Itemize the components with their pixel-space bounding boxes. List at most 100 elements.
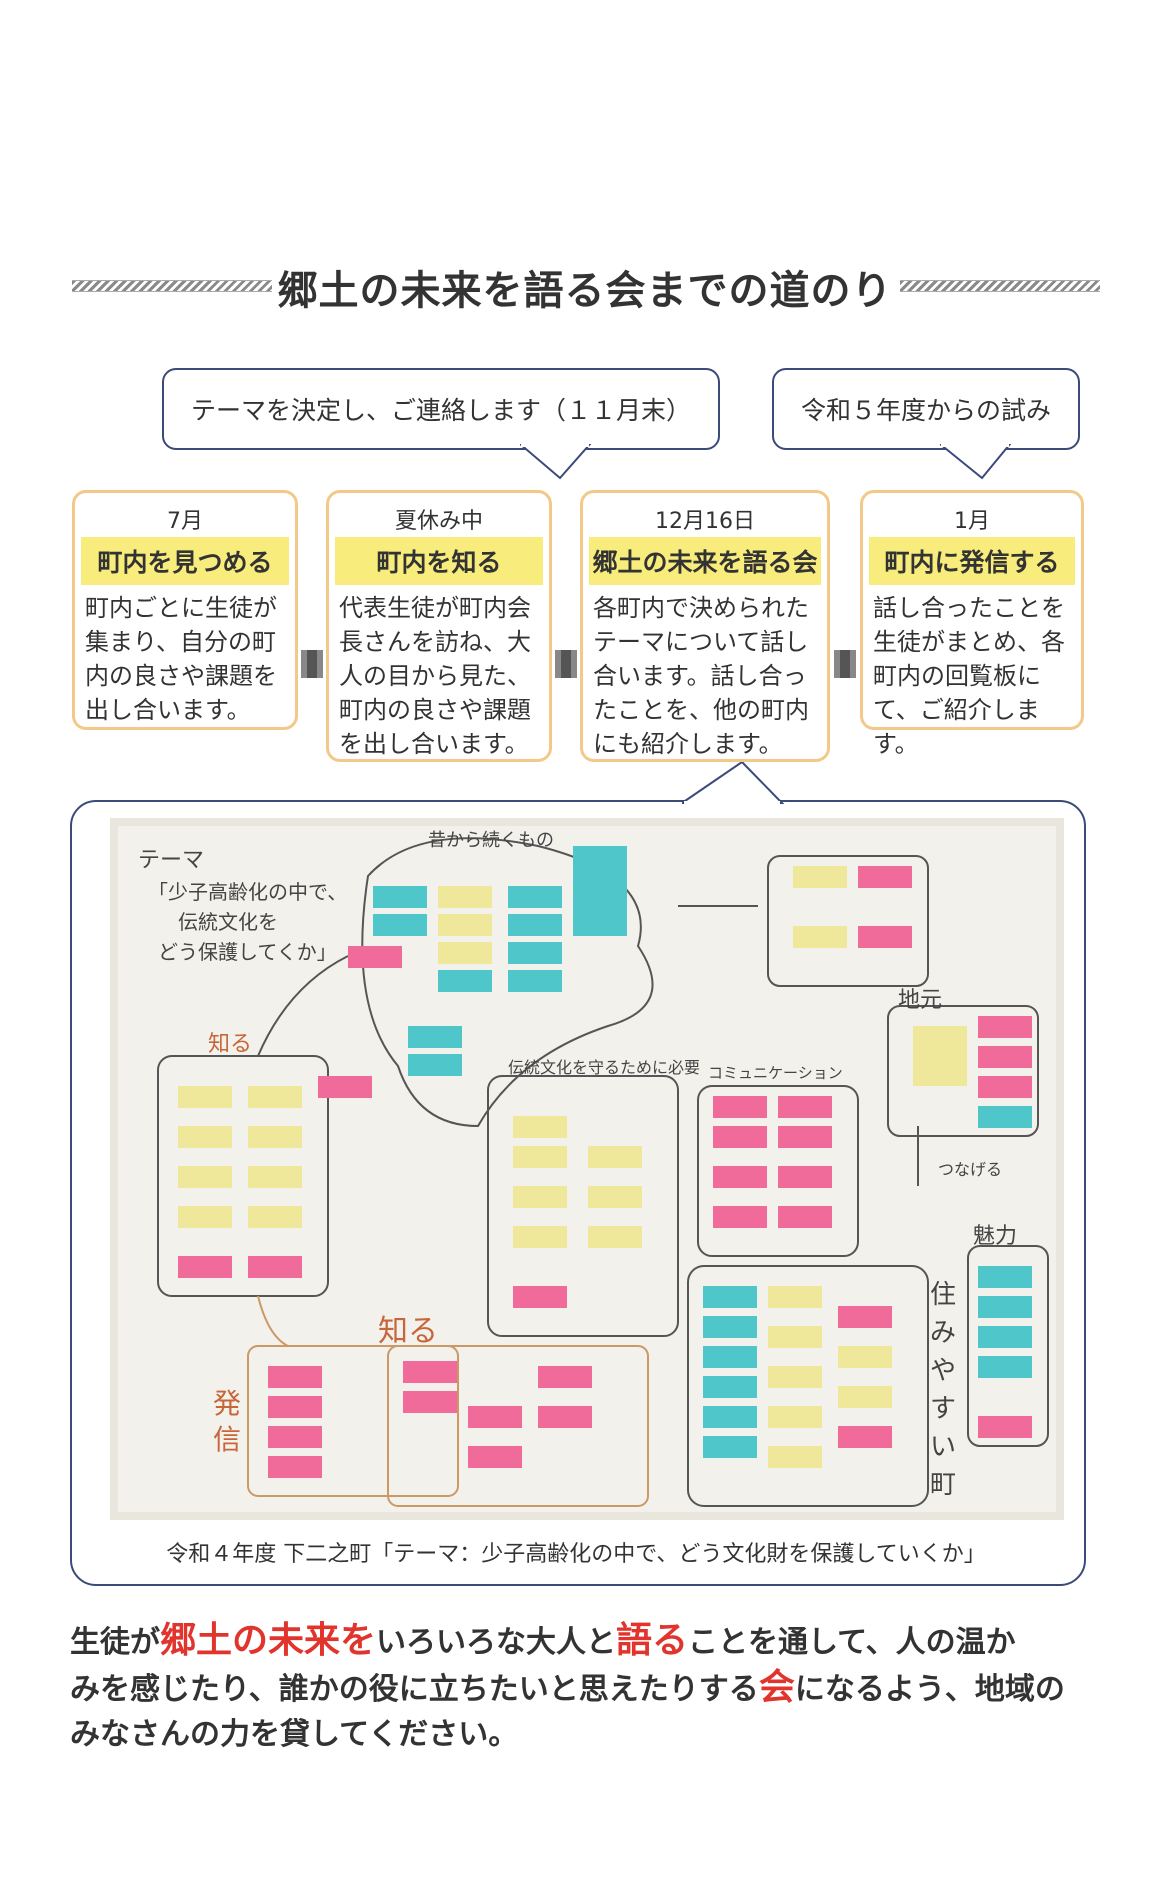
sticky-note [408,1054,462,1076]
sticky-note [538,1406,592,1428]
sticky-note [778,1206,832,1228]
step-heading: 町内を見つめる [81,537,289,585]
sticky-note [468,1406,522,1428]
message-line-3: みなさんの力を貸してください。 [70,1717,519,1752]
sticky-note [768,1366,822,1388]
sticky-note [768,1446,822,1468]
sticky-note [978,1296,1032,1318]
trial-bubble-tail [940,444,1012,480]
sticky-note [438,886,492,908]
sticky-note [978,1266,1032,1288]
sticky-note [403,1361,457,1383]
sticky-note [703,1376,757,1398]
step-body: 話し合ったことを 生徒がまとめ、各 町内の回覧板に て、ご紹介します。 [873,594,1065,758]
sticky-note [588,1186,642,1208]
sticky-note [438,942,492,964]
theme-line2: 伝統文化を [178,910,278,934]
closing-message: 生徒が郷土の未来をいろいろな大人と語ることを通して、人の温か みを感じたり、誰か… [70,1618,1110,1757]
sticky-note [438,914,492,936]
step-card-summer: 夏休み中 町内を知る 代表生徒が町内会 長さんを訪ね、大 人の目から見た、 町内… [326,490,552,762]
photo-caption: 令和４年度 下二之町「テーマ：少子高齢化の中で、どう文化財を保護していくか」 [166,1542,986,1567]
sticky-note [438,970,492,992]
step-heading: 町内に発信する [869,537,1075,585]
sticky-note [978,1046,1032,1068]
sticky-note [318,1076,372,1098]
sticky-note [858,866,912,888]
sticky-note [768,1406,822,1428]
sticky-note [588,1226,642,1248]
step-body: 各町内で決められた テーマについて話し 合います。話し合っ たことを、他の町内 … [593,594,809,758]
workshop-photo: テーマ 「少子高齢化の中で、 伝統文化を どう保護してくか」 昔から続くもの 知… [110,818,1064,1520]
sticky-note [713,1126,767,1148]
sticky-note [268,1396,322,1418]
sticky-note [513,1116,567,1138]
sticky-note [468,1446,522,1468]
sticky-note [508,942,562,964]
sticky-note [978,1016,1032,1038]
sticky-note [703,1286,757,1308]
step-heading: 町内を知る [335,537,543,585]
sticky-note [248,1206,302,1228]
sticky-note [838,1386,892,1408]
livable-label: 住みやすい町 [930,1280,957,1500]
trial-text: 令和５年度からの試み [800,396,1051,425]
sticky-note [858,926,912,948]
highlight-text: 会 [758,1667,795,1708]
know-label-1: 知る [208,1032,253,1057]
sticky-note [778,1126,832,1148]
page-title: 郷土の未来を語る会までの道のり [277,268,893,314]
sticky-note [178,1206,232,1228]
connector-1 [301,650,323,678]
sticky-note [978,1326,1032,1348]
communication-label: コミュニケーション [708,1064,843,1082]
sticky-note [978,1416,1032,1438]
sticky-note [403,1391,457,1413]
step-card-january: 1月 町内に発信する 話し合ったことを 生徒がまとめ、各 町内の回覧板に て、ご… [860,490,1084,758]
sticky-note [178,1166,232,1188]
sticky-note [838,1306,892,1328]
charm-label: 魅力 [973,1224,1018,1249]
sticky-note [248,1256,302,1278]
sticky-note [703,1316,757,1338]
highlight-text: 語る [616,1620,689,1661]
sticky-note [348,946,402,968]
sticky-note [838,1426,892,1448]
step-date: 12月16日 [655,509,755,534]
sticky-note [178,1086,232,1108]
sticky-note [268,1366,322,1388]
sticky-note [513,1186,567,1208]
sticky-note [373,914,427,936]
sticky-note [513,1286,567,1308]
sticky-note [508,886,562,908]
connector-2 [555,650,577,678]
trial-bubble: 令和５年度からの試み [772,368,1080,450]
message-line-2: みを感じたり、誰かの役に立ちたいと思えたりする会になるよう、地域の [70,1667,1065,1708]
step-body: 町内ごとに生徒が 集まり、自分の町 内の良さや課題を 出し合います。 [85,594,277,724]
announcement-bubble: テーマを決定し、ご連絡します（１１月末） [162,368,720,450]
sticky-note [178,1126,232,1148]
step-date: 7月 [167,509,203,534]
region-label: 地元 [898,988,943,1013]
sticky-note [703,1346,757,1368]
sticky-note [373,886,427,908]
tradition-label: 伝統文化を守るために必要 [508,1058,701,1077]
sticky-note [248,1126,302,1148]
sticky-note [538,1366,592,1388]
sticky-note [768,1326,822,1348]
theme-line3: どう保護してくか」 [158,940,337,964]
sticky-note [588,1146,642,1168]
message-line-1: 生徒が郷土の未来をいろいろな大人と語ることを通して、人の温か [70,1620,1016,1661]
announcement-text: テーマを決定し、ご連絡します（１１月末） [190,396,691,425]
mindmap-lines [157,837,1049,1507]
sticky-note [978,1106,1032,1128]
sticky-note [793,866,847,888]
sticky-note [778,1166,832,1188]
photo-frame-tail [682,762,785,804]
from-past-label: 昔から続くもの [428,830,554,851]
title-rope-right [900,280,1100,292]
step-body: 代表生徒が町内会 長さんを訪ね、大 人の目から見た、 町内の良さや課題 を出し合… [339,594,531,758]
sticky-note [978,1356,1032,1378]
highlight-text: 郷土の未来を [160,1620,377,1661]
sticky-note [793,926,847,948]
sticky-note [248,1086,302,1108]
